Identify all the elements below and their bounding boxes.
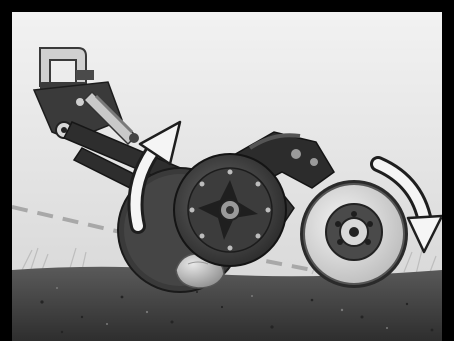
seed-disc-wheel [174, 154, 286, 266]
row-unit-scene [12, 12, 442, 341]
press-wheel [300, 180, 408, 288]
row-unit-illustration [12, 12, 442, 341]
